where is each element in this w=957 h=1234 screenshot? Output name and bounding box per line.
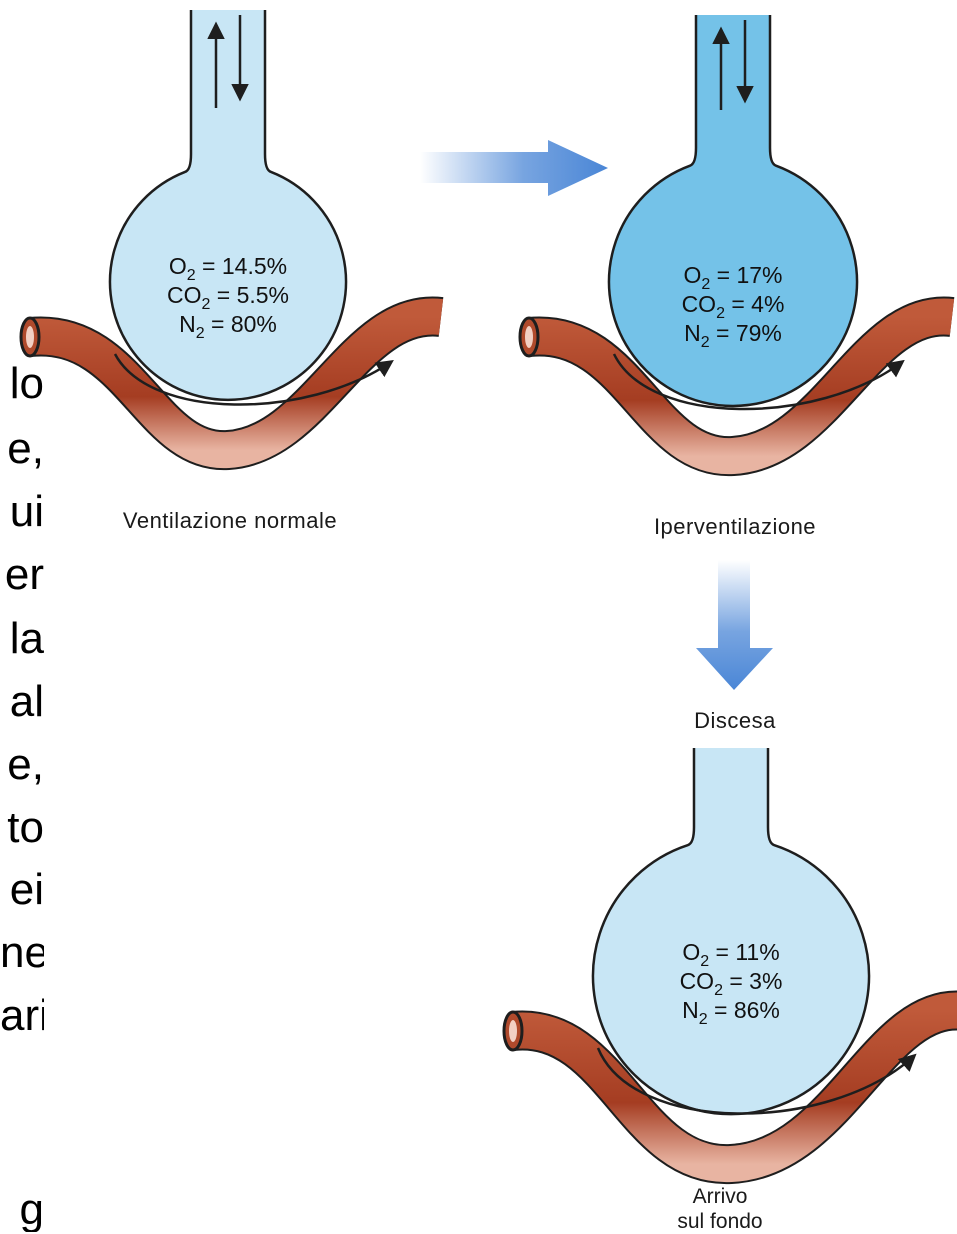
alveolus-figure: O2 = 11%CO2 = 3%N2 = 86% [504, 748, 957, 1164]
capillary-lumen [26, 326, 34, 348]
alveolus-fill [593, 748, 869, 1114]
alveolus-fill [110, 10, 346, 400]
stage-caption-line: sul fondo [630, 1209, 810, 1234]
alveolus-figure: O2 = 17%CO2 = 4%N2 = 79% [520, 15, 952, 456]
alveolus-figure: O2 = 14.5%CO2 = 5.5%N2 = 80% [21, 10, 441, 450]
capillary-lumen [525, 326, 533, 348]
alveolus-fill [609, 15, 857, 406]
stage-caption-line: Arrivo [640, 1184, 800, 1209]
transition-label: Discesa [640, 708, 830, 734]
transition-arrow-right [420, 140, 608, 196]
stage-caption: Iperventilazione [600, 514, 870, 540]
capillary-lumen [509, 1020, 517, 1042]
transition-arrow-down [696, 560, 773, 690]
stage-caption: Ventilazione normale [60, 508, 400, 534]
